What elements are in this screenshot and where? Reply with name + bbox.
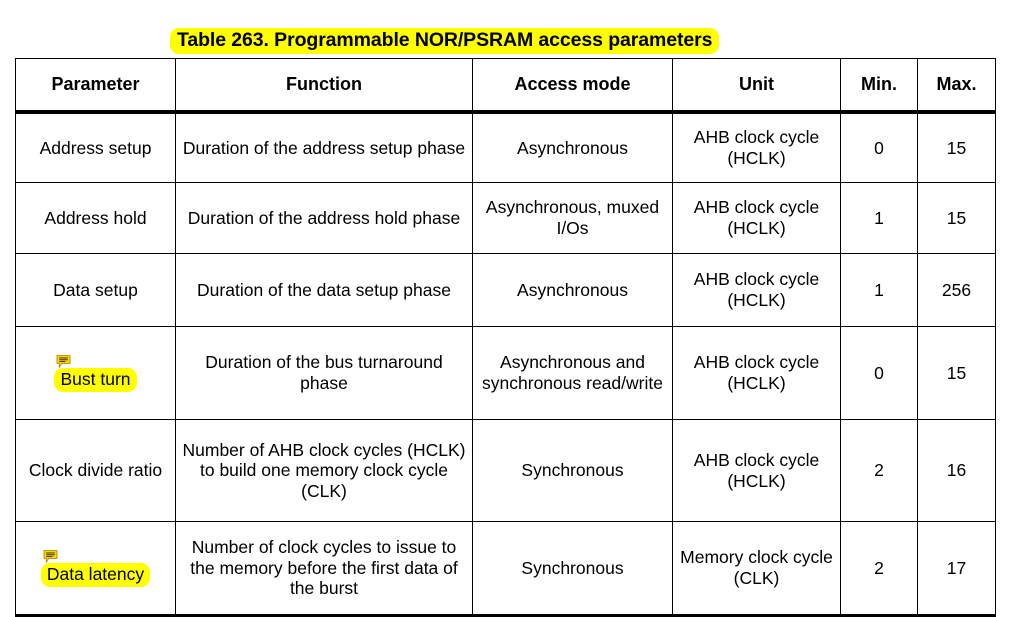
cell-function: Duration of the address hold phase: [175, 182, 473, 254]
cell-unit: Memory clock cycle (CLK): [672, 521, 841, 617]
comment-icon[interactable]: [43, 549, 58, 563]
cell-unit: AHB clock cycle (HCLK): [672, 253, 841, 327]
parameter-label: Address setup: [39, 137, 152, 158]
table-row: Data latency Number of clock cycles to i…: [15, 521, 996, 617]
cell-unit: AHB clock cycle (HCLK): [672, 182, 841, 254]
cell-parameter: Address setup: [15, 111, 176, 183]
clipped-body-text: [170, 0, 870, 3]
parameter-label: Data setup: [53, 279, 138, 300]
cell-unit: AHB clock cycle (HCLK): [672, 419, 841, 522]
column-header-parameter: Parameter: [15, 58, 176, 114]
table-row: Address setup Duration of the address se…: [15, 111, 996, 183]
column-header-access-mode: Access mode: [472, 58, 673, 114]
cell-parameter: Address hold: [15, 182, 176, 254]
cell-function: Duration of the address setup phase: [175, 111, 473, 183]
cell-max: 17: [917, 521, 996, 617]
parameter-label: Bust turn: [54, 367, 137, 392]
table-row: Clock divide ratio Number of AHB clock c…: [15, 419, 996, 522]
cell-min: 0: [840, 326, 918, 420]
parameter-label: Address hold: [44, 207, 147, 228]
cell-access-mode: Synchronous: [472, 521, 673, 617]
cell-unit: AHB clock cycle (HCLK): [672, 326, 841, 420]
cell-parameter: Clock divide ratio: [15, 419, 176, 522]
column-header-max: Max.: [917, 58, 996, 114]
cell-max: 15: [917, 111, 996, 183]
cell-function: Number of clock cycles to issue to the m…: [175, 521, 473, 617]
table-row: Bust turn Duration of the bus turnaround…: [15, 326, 996, 420]
cell-min: 1: [840, 182, 918, 254]
cell-min: 1: [840, 253, 918, 327]
table-row: Data setup Duration of the data setup ph…: [15, 253, 996, 327]
cell-max: 256: [917, 253, 996, 327]
cell-min: 2: [840, 521, 918, 617]
cell-min: 0: [840, 111, 918, 183]
cell-parameter: Data setup: [15, 253, 176, 327]
cell-access-mode: Asynchronous and synchronous read/write: [472, 326, 673, 420]
column-header-min: Min.: [840, 58, 918, 114]
column-header-unit: Unit: [672, 58, 841, 114]
cell-function: Number of AHB clock cycles (HCLK) to bui…: [175, 419, 473, 522]
cell-function: Duration of the bus turnaround phase: [175, 326, 473, 420]
highlighted-annotation[interactable]: Data latency: [40, 549, 151, 587]
table-caption: Table 263. Programmable NOR/PSRAM access…: [170, 27, 720, 55]
cell-access-mode: Asynchronous: [472, 111, 673, 183]
highlighted-annotation[interactable]: Bust turn: [54, 354, 137, 392]
cell-parameter-highlighted: Data latency: [15, 521, 176, 617]
table-row: Address hold Duration of the address hol…: [15, 182, 996, 254]
cell-access-mode: Synchronous: [472, 419, 673, 522]
cell-max: 15: [917, 326, 996, 420]
table-header-row: Parameter Function Access mode Unit Min.…: [15, 58, 996, 114]
parameter-label: Clock divide ratio: [28, 460, 163, 481]
cell-unit: AHB clock cycle (HCLK): [672, 111, 841, 183]
cell-max: 16: [917, 419, 996, 522]
column-header-function: Function: [175, 58, 473, 114]
parameter-label: Data latency: [40, 562, 151, 587]
cell-max: 15: [917, 182, 996, 254]
table-caption-text: Table 263. Programmable NOR/PSRAM access…: [170, 27, 720, 55]
cell-function: Duration of the data setup phase: [175, 253, 473, 327]
cell-access-mode: Asynchronous, muxed I/Os: [472, 182, 673, 254]
comment-icon[interactable]: [56, 354, 71, 368]
nor-psram-access-parameters-table: Parameter Function Access mode Unit Min.…: [15, 58, 996, 617]
cell-min: 2: [840, 419, 918, 522]
cell-access-mode: Asynchronous: [472, 253, 673, 327]
cell-parameter-highlighted: Bust turn: [15, 326, 176, 420]
